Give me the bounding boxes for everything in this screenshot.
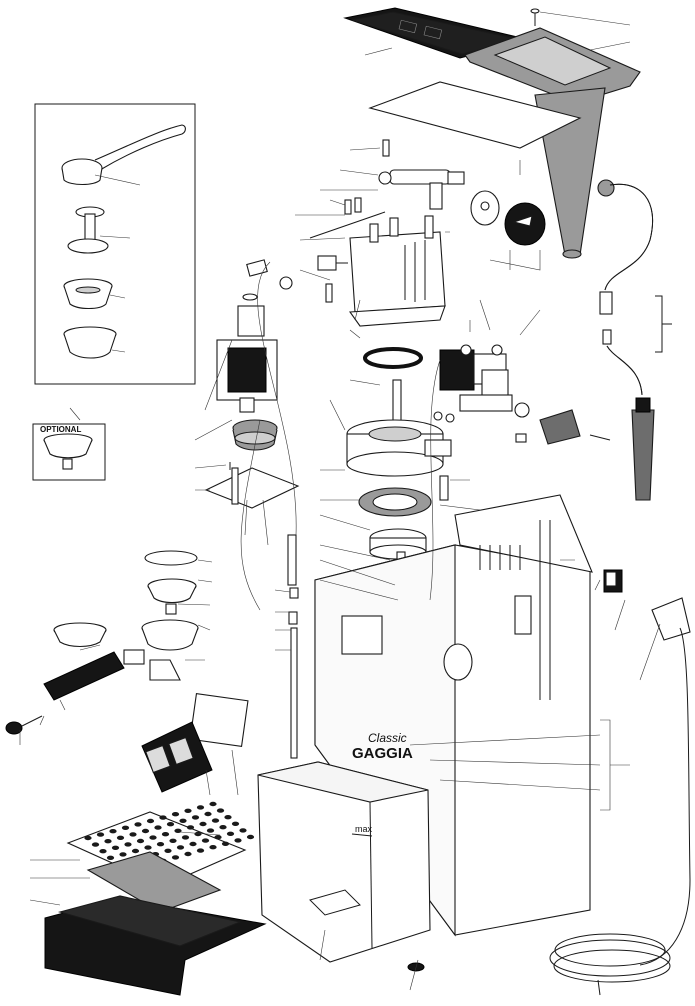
portafilter-group xyxy=(5,550,199,735)
drip-tray-hole xyxy=(129,832,137,837)
drip-tray-hole xyxy=(231,821,240,826)
drip-tray-hole xyxy=(146,818,155,824)
filter-basket-small xyxy=(63,278,113,310)
steam-pipe xyxy=(597,179,655,501)
water-tubes xyxy=(287,534,299,759)
drip-tray-hole xyxy=(124,842,132,847)
heating-screws xyxy=(309,139,390,303)
drip-tray-hole xyxy=(209,845,217,850)
group-gasket xyxy=(358,487,432,517)
filter-basket-large xyxy=(63,326,117,359)
drip-tray-hole xyxy=(156,842,165,847)
drip-tray-hole xyxy=(96,832,105,837)
drip-tray-hole xyxy=(224,815,232,820)
drip-tray-hole xyxy=(216,808,225,813)
drip-tray-hole xyxy=(169,838,177,843)
drip-tray-hole xyxy=(164,848,172,853)
drip-tray-hole xyxy=(111,845,120,850)
drip-tray-hole xyxy=(159,815,167,820)
drip-tray-hole xyxy=(91,842,100,847)
drip-tray-hole xyxy=(171,855,180,860)
power-switch xyxy=(603,569,623,593)
drip-tray-hole xyxy=(199,821,207,827)
water-tank: max xyxy=(257,761,431,963)
drip-tray-hole xyxy=(109,829,117,834)
drip-tray-hole xyxy=(204,811,212,817)
steam-knob xyxy=(470,190,546,246)
max-level-marking: max xyxy=(355,824,373,834)
pump xyxy=(216,259,293,413)
callout-lines xyxy=(19,11,661,991)
drip-tray-hole xyxy=(219,825,227,830)
steam-bracket xyxy=(655,295,672,353)
drip-tray-hole xyxy=(119,852,127,857)
optional-label: OPTIONAL xyxy=(40,425,81,434)
boiler-top xyxy=(348,215,446,327)
drip-tray-hole xyxy=(239,828,247,833)
boiler-base xyxy=(346,379,452,501)
drip-tray-hole xyxy=(174,828,182,833)
drip-tray-hole xyxy=(136,838,145,844)
top-cover-panel xyxy=(343,7,641,104)
drip-tray-hole xyxy=(181,835,190,840)
drip-tray-hole xyxy=(116,835,125,840)
thermostat xyxy=(317,255,348,271)
drip-tray-hole xyxy=(194,831,202,837)
top-plate xyxy=(368,81,582,149)
accessories-box xyxy=(34,103,196,385)
drip-tray-hole xyxy=(214,835,222,840)
drip-tray-hole xyxy=(221,841,230,846)
drip-tray-hole xyxy=(154,825,162,830)
drip-tray-hole xyxy=(99,849,107,854)
brand-name-text: GAGGIA xyxy=(352,745,413,762)
drip-tray-hole xyxy=(134,822,142,827)
optional-box: OPTIONAL xyxy=(32,423,106,481)
drip-tray-hole xyxy=(149,835,157,840)
drip-tray-hole xyxy=(196,805,205,810)
top-screw xyxy=(530,8,540,26)
brand-script-text: Classic xyxy=(368,731,407,745)
drip-tray-hole xyxy=(106,855,115,860)
drip-tray-hole xyxy=(211,818,220,823)
drip-tray-hole xyxy=(206,828,215,833)
drip-tray-hole xyxy=(166,822,175,827)
drip-tray-hole xyxy=(226,831,235,836)
drip-tray-hole xyxy=(141,828,150,834)
drip-tray-hole xyxy=(171,812,180,817)
drip-tray-hole xyxy=(184,808,192,813)
drip-tray-hole xyxy=(161,832,170,837)
drip-tray-hole xyxy=(246,834,255,840)
shower-holder xyxy=(369,528,427,575)
boiler-gasket xyxy=(363,347,423,369)
drip-tray-hole xyxy=(104,839,112,844)
valve-fittings xyxy=(433,402,530,443)
valve-filter xyxy=(539,409,611,445)
drip-tray-hole xyxy=(201,838,210,843)
drip-tray-insert xyxy=(86,851,222,913)
steam-valve xyxy=(378,169,465,210)
drip-tray-hole xyxy=(131,848,140,854)
solenoid-valve xyxy=(439,344,513,412)
drip-tray-hole xyxy=(234,838,242,843)
coffee-tamper xyxy=(67,206,109,254)
drip-tray-hole xyxy=(191,815,200,820)
brand-logo: Classic GAGGIA xyxy=(352,731,413,762)
drip-tray-hole xyxy=(176,845,185,850)
drip-tray-hole xyxy=(144,845,152,850)
drip-tray-hole xyxy=(196,848,205,853)
drip-tray-hole xyxy=(179,818,187,823)
drip-tray-hole xyxy=(209,801,217,807)
drip-tray-hole xyxy=(189,841,197,847)
pump-mount xyxy=(204,419,300,509)
drip-tray-base xyxy=(44,895,267,996)
drip-tray-hole xyxy=(184,851,192,857)
drip-tray-hole xyxy=(84,835,92,841)
drip-tray-hole xyxy=(186,825,195,830)
power-cord xyxy=(549,597,691,996)
control-switches xyxy=(141,692,249,793)
drip-tray-hole xyxy=(121,825,130,830)
measuring-spoon xyxy=(61,124,186,186)
